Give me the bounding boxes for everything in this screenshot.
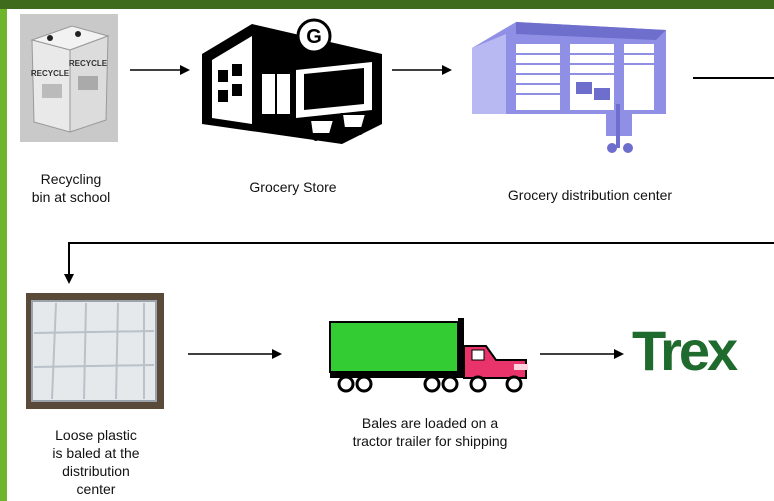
- connector-line-return: [68, 242, 774, 244]
- label-line: Grocery Store: [249, 179, 337, 195]
- grocery-store-icon: G: [192, 14, 392, 154]
- tractor-trailer-label: Bales are loaded on a tractor trailer fo…: [320, 414, 540, 450]
- label-line: center: [76, 481, 116, 497]
- label-line: Recycling: [40, 171, 102, 187]
- label-line: Loose plastic: [55, 427, 137, 443]
- top-border-bar: [0, 0, 774, 9]
- trex-logo-text: Trex: [632, 322, 738, 378]
- connector-line-top: [693, 77, 774, 79]
- label-line: is baled at the: [52, 445, 140, 461]
- left-border-bar: [0, 9, 7, 501]
- trex-logo: Trex: [632, 322, 774, 378]
- grocery-store-label: Grocery Store: [228, 178, 358, 196]
- tractor-trailer-icon: [328, 316, 540, 396]
- label-line: bin at school: [31, 189, 111, 205]
- label-line: Bales are loaded on a: [361, 415, 499, 431]
- arrow-truck-to-trex: [540, 347, 624, 361]
- arrow-bin-to-store: [130, 63, 190, 77]
- label-line: distribution: [62, 463, 130, 479]
- distribution-center-icon: [466, 18, 674, 156]
- recycling-bin-image: RECYCLE RECYCLE: [20, 14, 118, 142]
- label-line: tractor trailer for shipping: [352, 433, 508, 449]
- arrow-down-to-bale: [63, 242, 75, 284]
- baled-plastic-image: [26, 293, 164, 409]
- store-sign-letter: G: [306, 26, 322, 48]
- label-line: Grocery distribution center: [507, 187, 673, 203]
- bin-text-right: RECYCLE: [69, 59, 108, 68]
- baled-plastic-label: Loose plastic is baled at the distributi…: [26, 426, 166, 498]
- recycling-bin-label: Recycling bin at school: [16, 170, 126, 206]
- arrow-bale-to-truck: [188, 347, 282, 361]
- distribution-center-label: Grocery distribution center: [470, 186, 710, 204]
- bin-text-left: RECYCLE: [31, 69, 70, 78]
- arrow-store-to-dc: [392, 63, 452, 77]
